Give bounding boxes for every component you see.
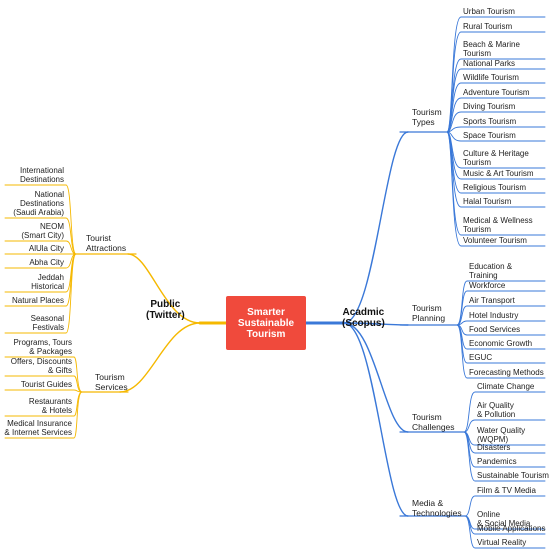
leaf-connector <box>4 391 83 439</box>
leaf-label: Virtual Reality <box>477 538 527 547</box>
leaf-label: Forecasting Methods <box>469 368 544 377</box>
leaf-label: Economic Growth <box>469 339 533 348</box>
leaf-label: Culture & Heritage Tourism <box>463 149 529 167</box>
branch-curve <box>343 322 409 433</box>
academic-hub-label: Acadmic (Scopus) <box>342 307 385 329</box>
leaf-label: Abha City <box>29 258 64 267</box>
leaf-label: Hotel Industry <box>469 311 519 320</box>
leaf-label: Restaurants & Hotels <box>28 397 72 415</box>
leaf-connector <box>4 356 83 393</box>
leaf-connector <box>4 389 83 393</box>
leaf-label: Adventure Tourism <box>463 88 530 97</box>
leaf-label: Music & Art Tourism <box>463 169 534 178</box>
leaf-label: Tourist Guides <box>20 380 72 389</box>
leaf-label: Natural Places <box>11 296 64 305</box>
branch-label: Tourism Services <box>95 372 128 392</box>
branch-label: Tourist Attractions <box>86 233 127 253</box>
branch-label: Tourism Types <box>412 107 442 127</box>
leaf-connector <box>464 515 546 549</box>
leaf-label: Climate Change <box>477 382 535 391</box>
branch-curve <box>119 322 201 393</box>
leaf-label: Air Quality & Pollution <box>477 401 516 419</box>
branch-curve <box>343 322 409 517</box>
leaf-label: NEOM (Smart City) <box>21 222 64 240</box>
leaf-label: Medical Insurance & Internet Services <box>4 419 72 437</box>
branch-label: Tourism Challenges <box>412 412 455 432</box>
central-topic-node: Smarter Sustainable Tourism <box>226 296 306 350</box>
leaf-label: Education & Training <box>469 262 513 280</box>
leaf-connector <box>456 324 546 379</box>
leaf-label: AlUla City <box>28 244 64 253</box>
public-hub-label: Public (Twitter) <box>146 299 185 321</box>
leaf-label: Volunteer Tourism <box>463 236 527 245</box>
leaf-connector <box>4 184 77 255</box>
leaf-label: National Parks <box>463 59 516 68</box>
leaf-label: Diving Tourism <box>463 102 516 111</box>
leaf-connector <box>446 126 546 133</box>
leaf-label: Mobile Applications <box>477 524 546 533</box>
leaf-label: Seasonal Festivals <box>30 314 64 332</box>
leaf-label: International Destinations <box>19 166 64 184</box>
leaf-connector <box>446 131 546 247</box>
branch-label: Tourism Planning <box>412 303 446 323</box>
leaf-label: Urban Tourism <box>463 7 515 16</box>
branch-label: Media & Technologies <box>412 498 462 518</box>
leaf-connector <box>446 131 546 142</box>
leaf-label: Medical & Wellness Tourism <box>463 216 533 234</box>
leaf-label: Sports Tourism <box>463 117 517 126</box>
leaf-connector <box>4 375 83 393</box>
leaf-label: Online & Social Media <box>477 510 531 528</box>
leaf-label: Space Tourism <box>463 131 516 140</box>
leaf-connector <box>446 111 546 133</box>
leaf-connector <box>464 495 546 517</box>
leaf-connector <box>456 305 546 326</box>
leaf-label: Workforce <box>469 281 506 290</box>
leaf-connector <box>463 391 546 433</box>
leaf-label: Film & TV Media <box>477 486 536 495</box>
leaf-label: Offers, Discounts & Gifts <box>10 357 72 375</box>
leaf-label: Halal Tourism <box>463 197 512 206</box>
leaf-connector <box>4 217 77 255</box>
leaf-connector <box>4 253 77 334</box>
leaf-label: Wildlife Tourism <box>463 73 519 82</box>
leaf-connector <box>463 431 546 482</box>
leaf-connector <box>4 240 77 255</box>
leaf-label: Beach & Marine Tourism <box>463 40 520 58</box>
leaf-label: National Destinations (Saudi Arabia) <box>13 190 64 217</box>
leaf-label: Sustainable Tourism <box>477 471 549 480</box>
leaf-label: Food Services <box>469 325 521 334</box>
leaf-label: Air Transport <box>469 296 515 305</box>
leaf-connector <box>463 419 546 433</box>
leaf-label: Rural Tourism <box>463 22 513 31</box>
leaf-label: Programs, Tours & Packages <box>13 338 72 356</box>
leaf-label: Religious Tourism <box>463 183 526 192</box>
leaf-label: Pandemics <box>477 457 517 466</box>
leaf-connector <box>456 320 546 326</box>
leaf-label: Jeddah Historical <box>31 273 64 291</box>
leaf-label: EGUC <box>469 353 493 362</box>
branch-curve <box>127 253 201 324</box>
leaf-label: Water Quality (WQPM) <box>477 426 526 444</box>
leaf-label: Disasters <box>477 443 511 452</box>
branch-curve <box>343 131 409 324</box>
